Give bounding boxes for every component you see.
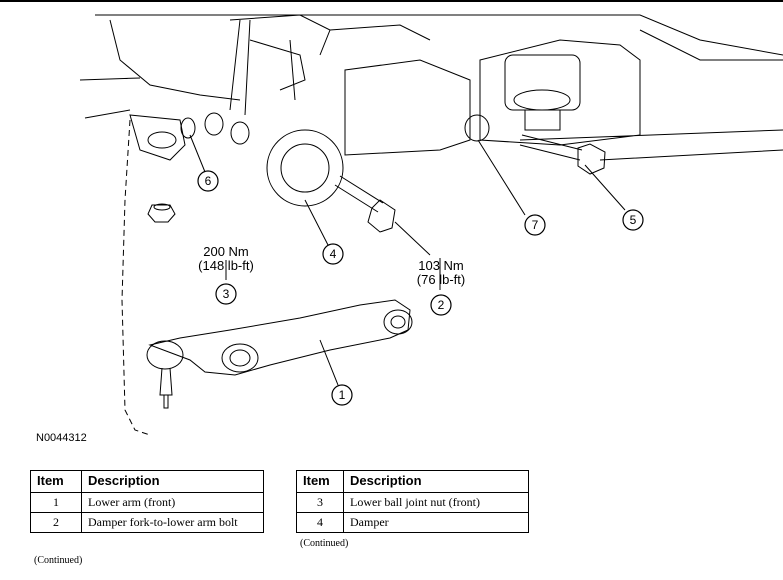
item-number: 2	[30, 512, 82, 533]
table-header-row: Item Description	[296, 470, 529, 493]
parts-table-right: Item Description 3 Lower ball joint nut …	[296, 470, 529, 533]
lower-ball-joint	[146, 340, 184, 370]
washer-7	[464, 114, 490, 142]
callout-circle-4	[322, 243, 344, 265]
callout-circle-3	[215, 283, 237, 305]
column-header-item: Item	[296, 470, 344, 493]
alignment-line	[121, 119, 151, 436]
callouts	[197, 170, 644, 406]
ball-joint-nut	[147, 204, 176, 223]
callout-number-4: 4	[330, 247, 337, 261]
washer	[180, 117, 196, 139]
table-row: 1 Lower arm (front)	[30, 492, 264, 513]
table-row: 2 Damper fork-to-lower arm bolt	[30, 512, 264, 533]
item-description: Damper	[343, 512, 529, 533]
torque-metric-3: 200 Nm	[203, 244, 249, 259]
callout-circle-5	[622, 209, 644, 231]
stabilizer-link	[229, 19, 296, 116]
item-description: Damper fork-to-lower arm bolt	[81, 512, 264, 533]
table-header-row: Item Description	[30, 470, 264, 493]
item-number: 4	[296, 512, 344, 533]
callout-number-3: 3	[223, 287, 230, 301]
item-description: Lower ball joint nut (front)	[343, 492, 529, 513]
callout-circle-1	[331, 384, 353, 406]
leader-lines	[189, 134, 626, 386]
column-header-description: Description	[81, 470, 264, 493]
table-row: 4 Damper	[296, 512, 529, 533]
torque-imperial-2: (76 lb-ft)	[416, 272, 466, 287]
frame-structure	[79, 14, 783, 161]
callout-number-7: 7	[532, 218, 539, 232]
knuckle	[129, 114, 186, 161]
column-header-item: Item	[30, 470, 82, 493]
table-row: 3 Lower ball joint nut (front)	[296, 492, 529, 513]
callout-number-1: 1	[339, 388, 346, 402]
item-number: 1	[30, 492, 82, 513]
damper	[266, 129, 344, 207]
lower-arm	[148, 299, 411, 376]
figure-id: N0044312	[36, 432, 87, 444]
bolt-5	[519, 134, 583, 161]
parts-table-left: Item Description 1 Lower arm (front) 2 D…	[30, 470, 264, 533]
torque-label-3: 200 Nm (148 lb-ft)	[191, 245, 261, 273]
item-number: 3	[296, 492, 344, 513]
item-description: Lower arm (front)	[81, 492, 264, 513]
torque-label-2: 103 Nm (76 lb-ft)	[406, 259, 476, 287]
torque-imperial-3: (148 lb-ft)	[198, 258, 254, 273]
page-top-rule	[0, 0, 783, 2]
damper-bolt	[334, 175, 384, 213]
callout-number-6: 6	[205, 174, 212, 188]
column-header-description: Description	[343, 470, 529, 493]
callout-circle-6	[197, 170, 219, 192]
suspension-diagram: 6 4 7 5 3 2 1	[79, 14, 783, 436]
callout-number-2: 2	[438, 298, 445, 312]
mount-bushing	[504, 54, 581, 111]
callout-number-5: 5	[630, 213, 637, 227]
continued-note-left: (Continued)	[34, 555, 83, 566]
callout-circle-2	[430, 294, 452, 316]
torque-metric-2: 103 Nm	[418, 258, 464, 273]
callout-circle-7	[524, 214, 546, 236]
continued-note-right: (Continued)	[300, 538, 349, 549]
